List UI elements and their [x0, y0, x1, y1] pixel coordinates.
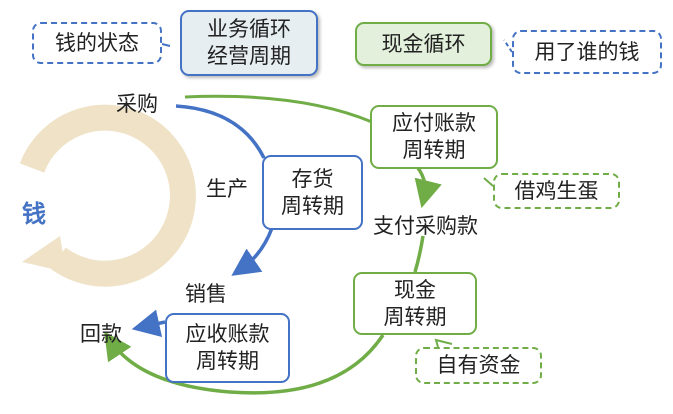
legend-business-cycle: 业务循环 经营周期: [180, 10, 318, 76]
center-money-label: 钱: [22, 200, 46, 228]
green-flow-payable-to-pay: [414, 166, 442, 209]
note-borrow: 借鸡生蛋: [493, 173, 620, 209]
legend-money-state: 钱的状态: [32, 22, 162, 64]
blue-flow-purchase-to-inventory: [175, 104, 266, 159]
period-receivable: 应收账款 周转期: [165, 313, 290, 383]
period-cash: 现金 周转期: [353, 272, 477, 335]
green-flow-pay-to-cash: [413, 235, 425, 273]
blue-flow-receivable-to-collection: [131, 309, 166, 337]
step-pay-purchase: 支付采购款: [373, 214, 478, 238]
legend-whose-money: 用了谁的钱: [512, 30, 662, 74]
green-flow-purchase-to-payable: [184, 94, 373, 124]
step-purchase: 采购: [116, 92, 158, 116]
green-flow-cash-to-collection: [104, 331, 385, 395]
step-collection: 回款: [80, 322, 122, 346]
step-production: 生产: [206, 177, 248, 201]
legend-cash-cycle: 现金循环: [355, 22, 492, 66]
note-own-funds: 自有资金: [415, 347, 542, 384]
step-sales: 销售: [185, 282, 227, 306]
money-cycle-arc: [19, 104, 196, 287]
blue-flow-inventory-to-sales: [231, 227, 274, 276]
period-payable: 应付账款 周转期: [370, 105, 498, 169]
period-inventory: 存货 周转期: [262, 155, 363, 230]
